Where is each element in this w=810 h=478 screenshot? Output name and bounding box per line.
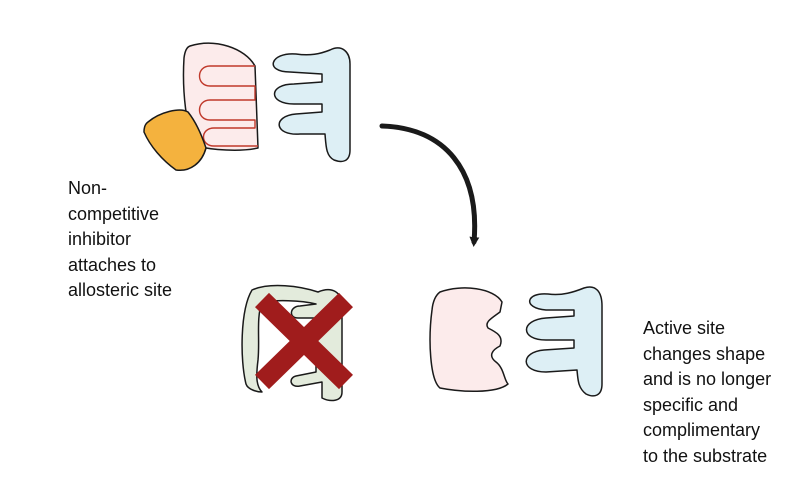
enzyme-reshaped: [429, 287, 509, 393]
caption-line: changes shape: [643, 343, 766, 364]
reshaped-enzyme-group: [429, 286, 603, 397]
active-site-caption: Active site changes shape and is no long…: [643, 316, 771, 469]
blocked-enzyme-group: [241, 284, 353, 402]
cross-stroke-b: [255, 292, 353, 390]
caption-line: Active site: [643, 318, 726, 338]
caption-line: competitive: [68, 203, 160, 224]
active-site-top: [198, 65, 258, 147]
caption-line: allosteric site: [68, 280, 173, 300]
cross-mark-icon: [255, 292, 353, 390]
caption-line: to the substrate: [643, 445, 768, 466]
inhibitor-molecule: [143, 109, 207, 171]
substrate-reshaped: [525, 286, 603, 397]
caption-line: complimentary: [643, 420, 761, 440]
caption-line: Non-: [68, 178, 108, 198]
top-enzyme-group: [143, 42, 351, 171]
substrate-top: [272, 47, 351, 163]
caption-line: specific and: [643, 394, 739, 415]
caption-line: attaches to: [68, 254, 157, 275]
caption-line: inhibitor: [68, 229, 132, 249]
inhibitor-caption: Non- competitive inhibitor attaches to a…: [68, 176, 172, 304]
caption-line: and is no longer: [643, 369, 772, 389]
transition-arrow: [379, 123, 480, 247]
